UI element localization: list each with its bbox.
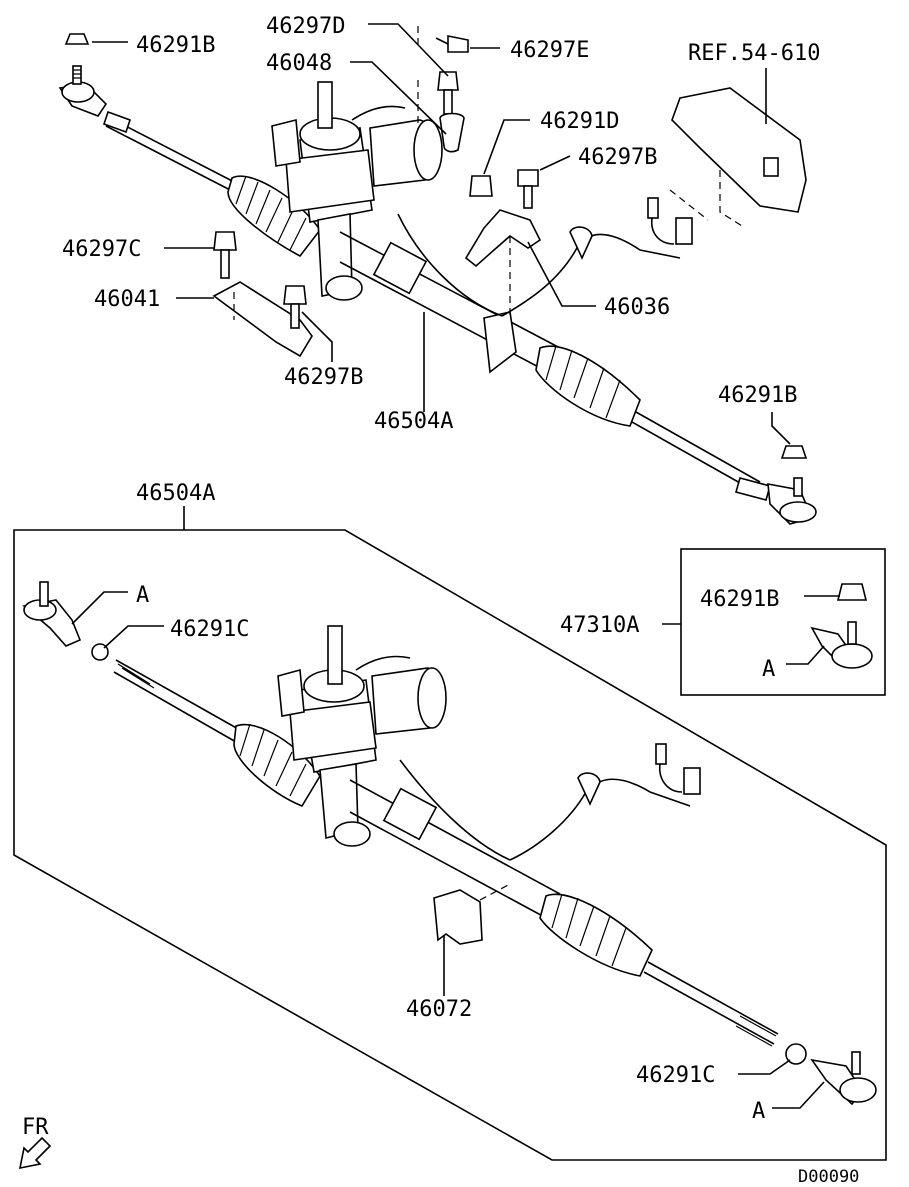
- label-46504A-box: 46504A: [136, 481, 215, 506]
- motor-housing-bottom: [277, 625, 447, 847]
- label-46291B-inset: 46291B: [700, 587, 779, 612]
- label-46048: 46048: [266, 51, 332, 76]
- label-46297D: 46297D: [266, 14, 345, 39]
- boot-top-right: [535, 345, 641, 427]
- label-46297C: 46297C: [62, 237, 141, 262]
- label-46291C-left: 46291C: [170, 617, 249, 642]
- boot-bottom-right: [539, 893, 653, 977]
- label-fr: FR: [22, 1115, 49, 1140]
- ecu-bracket-ref: [671, 87, 807, 213]
- label-46291B-right: 46291B: [718, 383, 797, 408]
- labels: 46291B 46297D 46297E 46048 REF.54-610 46…: [22, 14, 859, 1187]
- label-A-right: A: [752, 1099, 765, 1124]
- assembly-box: [13, 529, 887, 1161]
- bushing-46072: [433, 889, 483, 945]
- label-46297B-right: 46297B: [578, 145, 657, 170]
- boot-top-left: [227, 175, 321, 258]
- tie-rod-end-top-right: [767, 445, 817, 525]
- label-46291D: 46291D: [540, 109, 619, 134]
- leader-lines: [71, 23, 840, 1109]
- bracket-46041: [212, 281, 313, 358]
- label-46297B-left: 46297B: [284, 365, 363, 390]
- rack-tube-bottom: [349, 779, 561, 921]
- tie-rod-end-bottom-right: [810, 1051, 877, 1106]
- label-A-inset: A: [762, 657, 775, 682]
- wiring-harness-top: [397, 197, 693, 317]
- label-46297E: 46297E: [510, 38, 589, 63]
- tie-rod-end-bottom-left: [22, 581, 109, 661]
- label-46291B-top: 46291B: [136, 33, 215, 58]
- label-47310A: 47310A: [560, 613, 639, 638]
- diagram-code: D00090: [798, 1167, 859, 1187]
- boot-bottom-left: [233, 723, 321, 808]
- rubber-mount-top: [483, 311, 517, 374]
- bushing-46036-top: [464, 209, 542, 268]
- nut-46291c-right: [785, 1043, 807, 1065]
- label-46504A-top: 46504A: [374, 409, 453, 434]
- bolts-top: [213, 35, 539, 329]
- label-46041: 46041: [94, 287, 160, 312]
- label-A-left: A: [136, 583, 149, 608]
- label-46036: 46036: [604, 295, 670, 320]
- label-ref-54-610: REF.54-610: [688, 41, 820, 66]
- bottom-assembly: [13, 529, 887, 1161]
- rack-tube-top: [339, 231, 561, 373]
- wiring-harness-bottom: [399, 743, 701, 861]
- motor-housing-top: [271, 81, 443, 301]
- label-46072: 46072: [406, 997, 472, 1022]
- front-arrow-icon: [18, 1136, 52, 1170]
- top-assembly: [58, 26, 817, 525]
- label-46291C-right: 46291C: [636, 1063, 715, 1088]
- inset-box-47310A: [680, 548, 886, 696]
- tie-rod-end-top-left: [58, 33, 108, 117]
